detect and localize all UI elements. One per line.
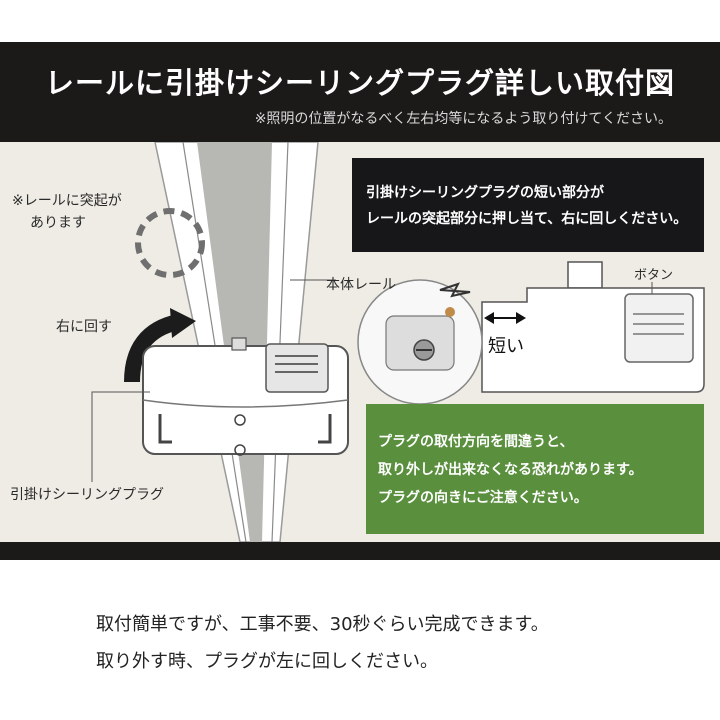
plug-hole — [234, 444, 246, 456]
plug-leader — [91, 391, 150, 482]
short-arrow-left — [484, 312, 494, 324]
rail-edge-left — [182, 142, 247, 542]
short-arrow-right — [516, 312, 526, 324]
header-banner: レールに引掛けシーリングプラグ詳しい取付図 ※照明の位置がなるべく左右均等になる… — [0, 42, 720, 142]
footer-line: 取付簡単ですが、工事不要、30秒ぐらい完成できます。 — [96, 614, 549, 635]
panel-bottom-bar — [0, 542, 720, 560]
plug-slot-left — [158, 414, 172, 444]
plug-hole — [234, 414, 246, 426]
plug-label: 引掛けシーリングプラグ — [10, 487, 164, 503]
installation-illustration — [91, 142, 705, 542]
rail-bump-highlight — [135, 208, 205, 278]
button-label: ボタン — [634, 268, 674, 283]
warning-line: プラグの向きにご注意ください。 — [378, 490, 588, 506]
contact-spark-icon — [439, 282, 471, 298]
diagram-panel: ※レールに突起が あります 右に回す 引掛けシーリングプラグ 本体レール ボタン… — [0, 142, 720, 542]
detail-button — [624, 293, 694, 363]
rail-bump-label-line1: ※レールに突起が — [12, 193, 122, 209]
warning-line: 取り外しが出来なくなる恐れがあります。 — [378, 462, 643, 478]
rotate-arrow — [124, 314, 181, 383]
warning-line: プラグの取付方向を間違うと、 — [378, 434, 574, 450]
detail-tab — [567, 261, 603, 289]
rotate-right-label: 右に回す — [56, 319, 112, 335]
rail-body-label: 本体レール — [326, 277, 396, 293]
rail-bump-label-line2: あります — [30, 215, 86, 231]
plug-tab — [231, 337, 247, 351]
rail-edge-right — [271, 142, 289, 542]
rail-bump — [445, 307, 455, 317]
instruction-line: レールの突起部分に押し当て、右に回しください。 — [366, 211, 688, 227]
rotate-arrowhead — [170, 308, 196, 338]
plug-slot-right — [318, 414, 332, 444]
warning-box: プラグの取付方向を間違うと、 取り外しが出来なくなる恐れがあります。 プラグの向… — [366, 404, 704, 534]
short-label: 短い — [488, 336, 524, 357]
instruction-box: 引掛けシーリングプラグの短い部分が レールの突起部分に押し当て、右に回しください… — [352, 158, 704, 252]
plug-seam — [142, 399, 349, 408]
footer-line: 取り外す時、プラグが左に回しください。 — [96, 651, 438, 672]
instruction-line: 引掛けシーリングプラグの短い部分が — [366, 185, 604, 201]
plug-button — [265, 343, 329, 393]
position-note: ※照明の位置がなるべく左右均等になるよう取り付けてください。 — [254, 111, 672, 127]
page-title: レールに引掛けシーリングプラグ詳しい取付図 — [44, 66, 675, 100]
footer-text: 取付簡単ですが、工事不要、30秒ぐらい完成できます。 取り外す時、プラグが左に回… — [96, 606, 549, 680]
